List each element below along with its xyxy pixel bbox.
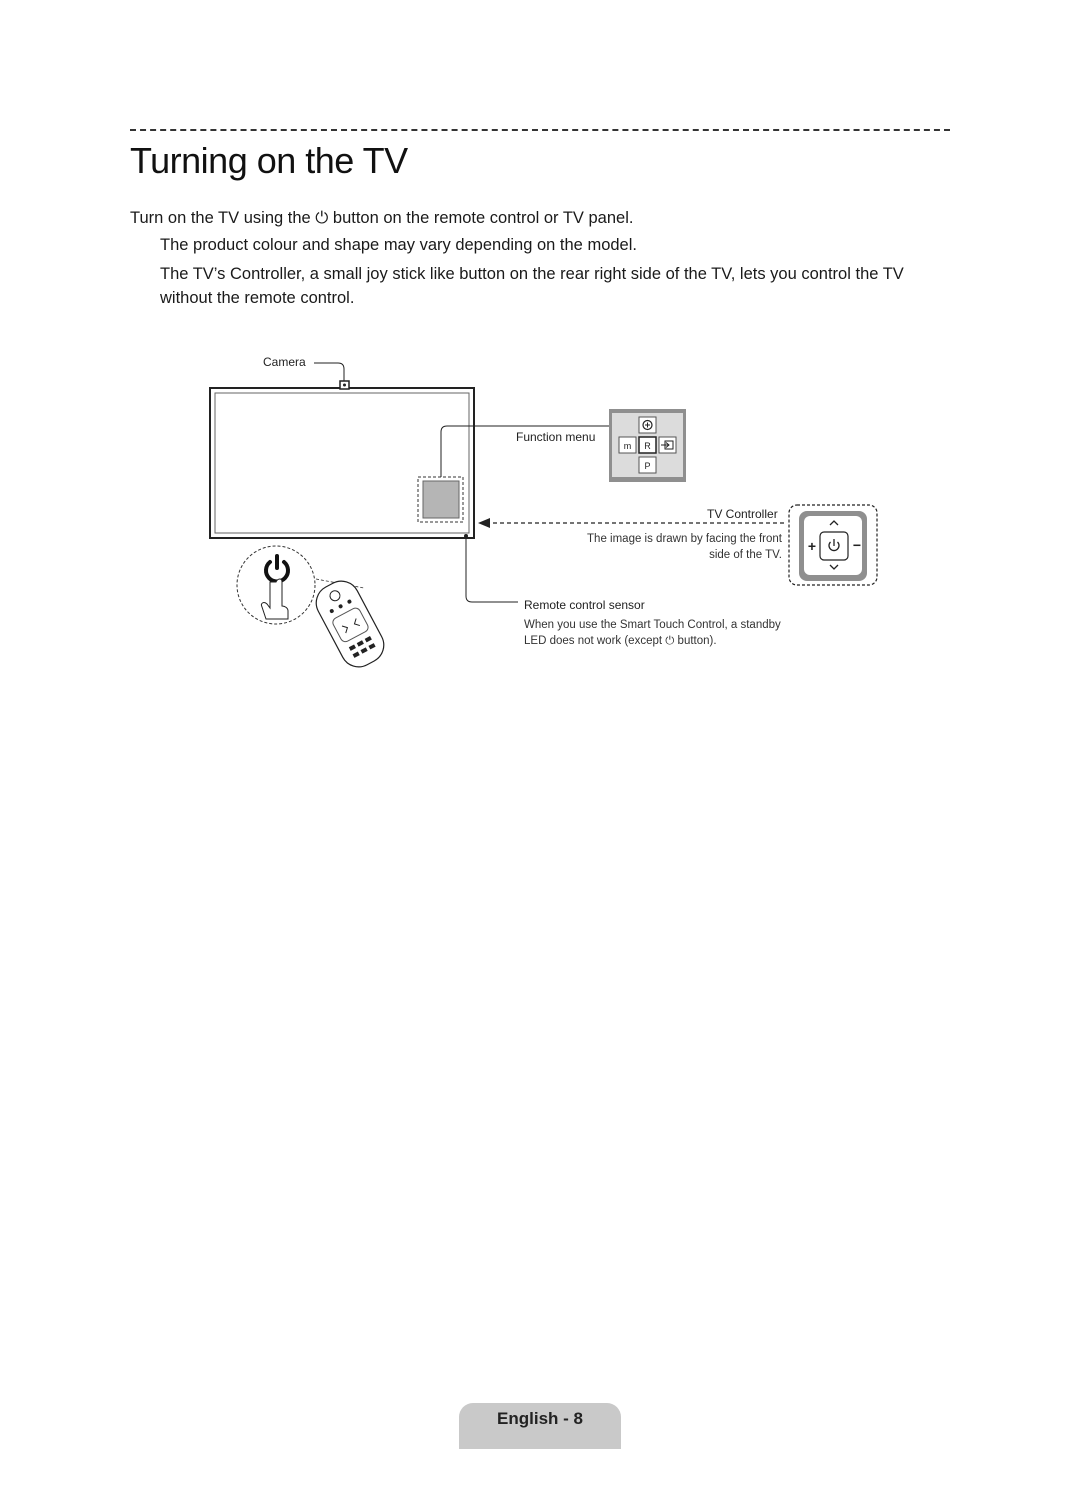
remote-control-illustration (315, 580, 385, 668)
remote-sensor-note-2: LED does not work (except ⏻ button). (524, 635, 717, 647)
hand-press-illustration (236, 545, 316, 625)
input-source-icon (661, 440, 674, 450)
tv-diagram: m R P + − (0, 0, 1080, 700)
camera-icon (339, 380, 350, 390)
function-menu-label: Function menu (516, 430, 596, 444)
function-menu-area (417, 476, 464, 523)
smart-hub-icon (642, 419, 653, 431)
remote-sensor-note-1: When you use the Smart Touch Control, a … (524, 619, 781, 631)
chevron-up-icon (829, 520, 839, 526)
arrow-icon (478, 518, 490, 528)
tv-controller-graphic: + − (788, 504, 878, 586)
function-menu-panel: m R P (609, 409, 686, 482)
function-key-menu: m (624, 441, 632, 451)
power-icon (828, 539, 840, 552)
chevron-down-icon (829, 564, 839, 570)
remote-sensor-label: Remote control sensor (524, 598, 645, 612)
page-title: Turning on the TV (130, 140, 408, 181)
camera-label: Camera (263, 355, 306, 369)
page-number-tab (459, 1403, 621, 1449)
controller-minus: − (853, 537, 861, 553)
intro-paragraph: Turn on the TV using the ⏻ button on the… (130, 209, 634, 227)
page-number: English - 8 (497, 1409, 583, 1428)
function-key-return: R (644, 441, 651, 451)
tv-controller-note-2: side of the TV. (709, 549, 782, 561)
function-key-power: P (644, 461, 650, 471)
note-product-variation: The product colour and shape may vary de… (160, 236, 637, 254)
controller-plus: + (808, 538, 816, 554)
tv-controller-note-1: The image is drawn by facing the front (587, 533, 782, 545)
note-tv-controller: The TV’s Controller, a small joy stick l… (160, 265, 904, 307)
title-divider (130, 129, 950, 131)
hand-pointer-icon (261, 578, 289, 620)
tv-controller-label: TV Controller (707, 507, 778, 521)
